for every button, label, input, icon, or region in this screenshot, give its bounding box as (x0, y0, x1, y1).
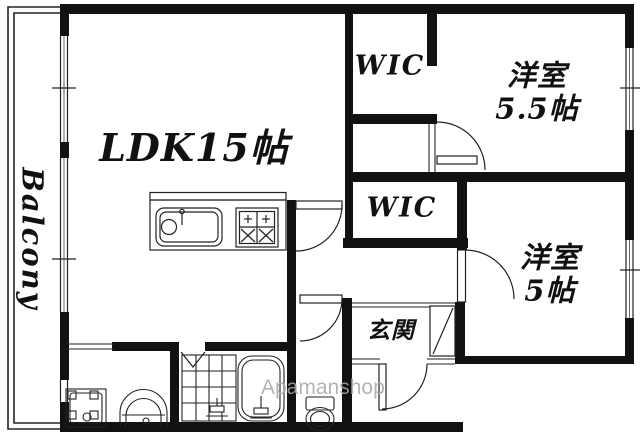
bath-folding-door (180, 351, 206, 368)
washer-pan-icon (65, 388, 107, 428)
window-ldk-upper (52, 36, 76, 142)
label-wic-upper: WIC (354, 50, 426, 82)
vanity-basin-icon (119, 389, 168, 427)
washroom-sliding-door (63, 343, 114, 350)
door-toilet (299, 294, 343, 342)
stove-icon (235, 207, 279, 248)
windows (52, 36, 640, 402)
bathtub-icon (237, 355, 285, 422)
label-room-5: 洋室 5帖 (519, 240, 581, 309)
room-toilet (296, 303, 342, 422)
label-wic-lower: WIC (366, 192, 438, 224)
label-room-55-name: 洋室 (506, 58, 568, 93)
label-room-55-size: 5.5帖 (495, 92, 579, 126)
shower-faucet-icon (206, 398, 228, 417)
label-room-5-size: 5帖 (524, 274, 576, 308)
bathroom-fixtures (181, 354, 285, 422)
watermark-apamanshop: Apamanshop (261, 376, 385, 399)
door-room55 (436, 121, 486, 171)
label-room-5-name: 洋室 (519, 240, 581, 275)
hallway (296, 182, 345, 298)
door-ldk-hall (295, 200, 343, 252)
door-entrance (378, 363, 428, 411)
door-room5 (456, 249, 515, 303)
room-washroom (68, 351, 170, 422)
window-room5 (620, 240, 640, 318)
doors (180, 121, 515, 411)
label-room-55: 洋室 5.5帖 (495, 58, 579, 127)
washroom-fixtures (65, 388, 168, 428)
label-balcony: Balcony (15, 167, 50, 311)
balcony-railing (7, 6, 60, 430)
shoe-cabinet (429, 305, 456, 357)
label-ldk: LDK15帖 (99, 125, 289, 171)
window-ldk-lower (52, 158, 76, 312)
kitchen-sink-icon (155, 207, 223, 247)
label-genkan: 玄関 (367, 316, 415, 344)
walls (60, 4, 634, 432)
toilet-icon (305, 396, 335, 432)
kitchen-counter (149, 191, 287, 251)
window-room55 (620, 48, 640, 130)
